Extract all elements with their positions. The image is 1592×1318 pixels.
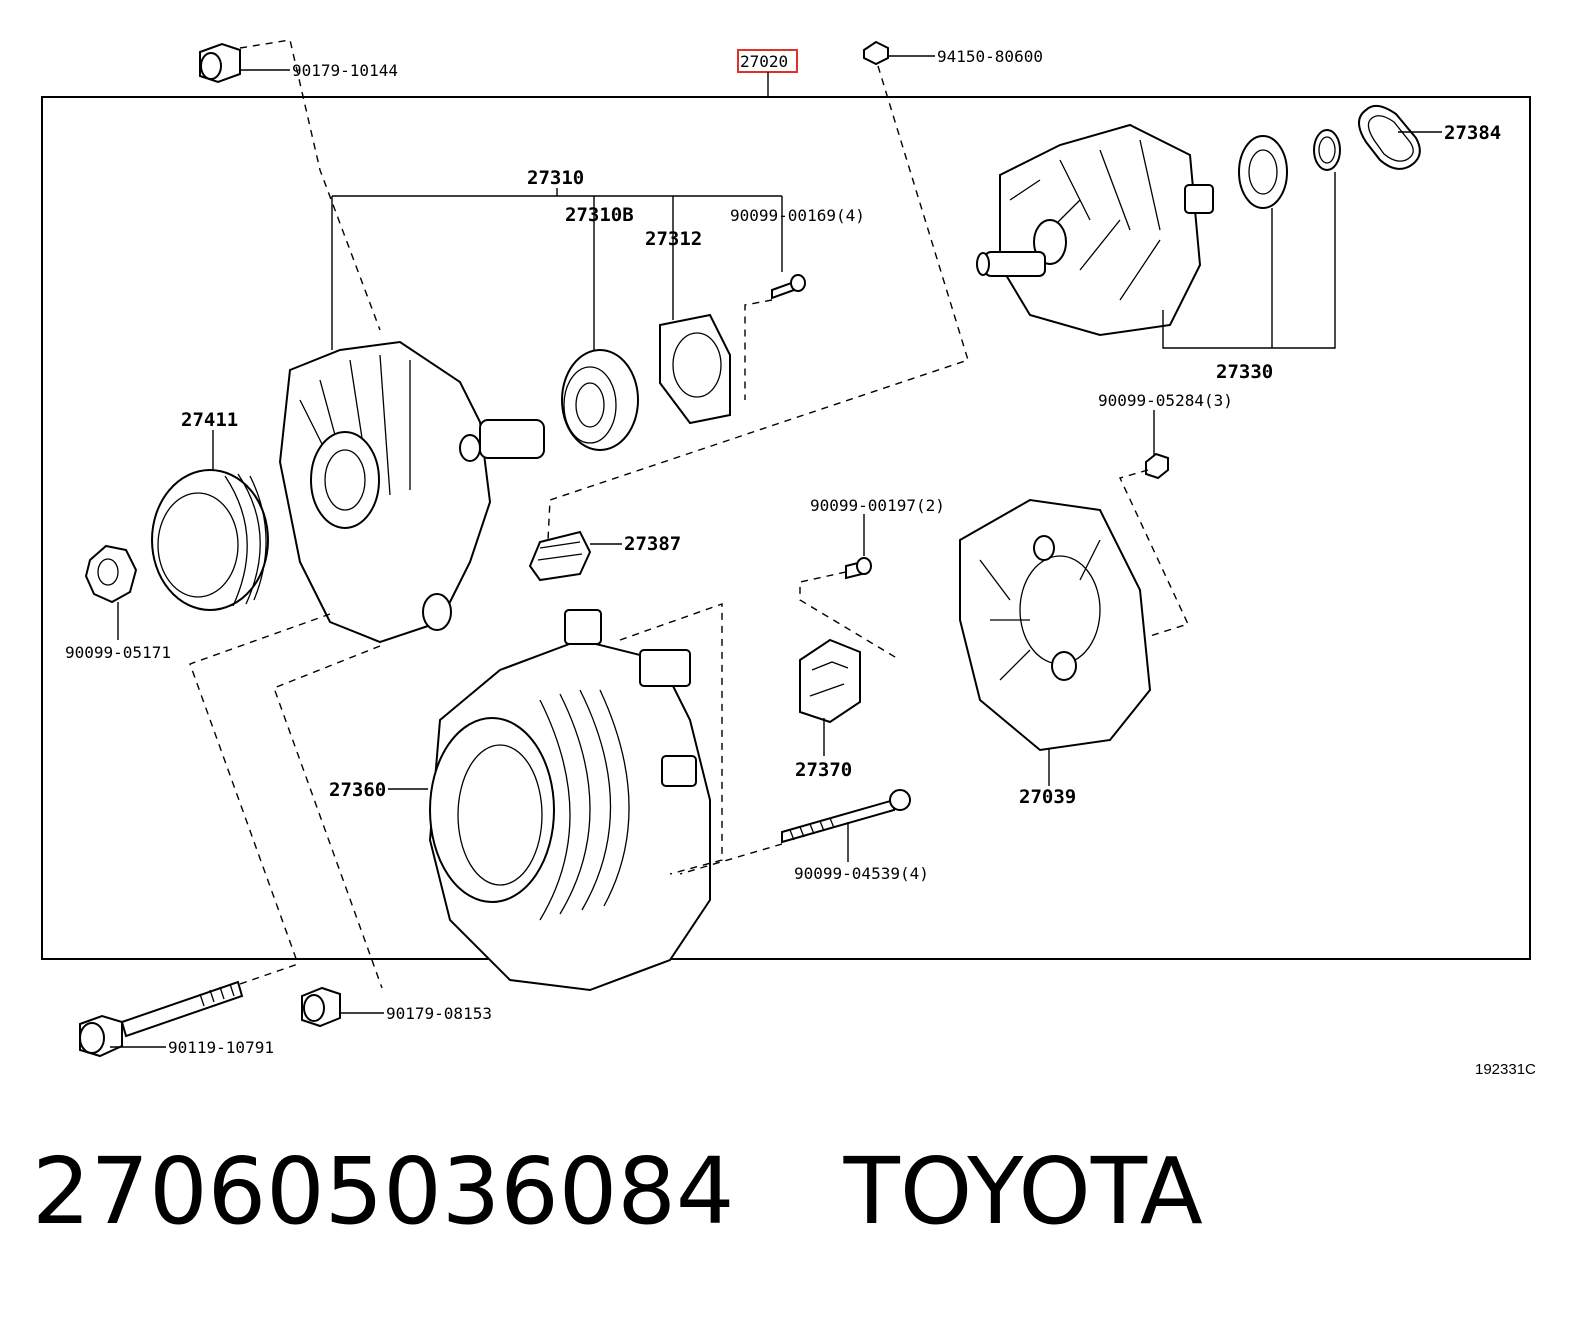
gasket-27384 [1358, 104, 1442, 170]
label-90099-00169[interactable]: 90099-00169(4) [730, 206, 865, 225]
label-90099-05171[interactable]: 90099-05171 [65, 643, 171, 662]
footer-part-number: 27060503608​4 [32, 1138, 735, 1245]
screw-90099-00197 [799, 514, 901, 661]
bolt-90119-10791 [79, 963, 299, 1058]
reference-code: 192331C [1475, 1061, 1536, 1078]
label-90179-08153[interactable]: 90179-08153 [386, 1004, 492, 1023]
label-27310B[interactable]: 27310B [565, 204, 634, 226]
footer-brand: TOYOTA [843, 1138, 1203, 1245]
plate-27312 [659, 313, 731, 425]
label-27387[interactable]: 27387 [624, 533, 681, 555]
label-27384[interactable]: 27384 [1444, 122, 1501, 144]
assembly-frame [41, 96, 1531, 960]
nut-90099-05284 [1119, 410, 1189, 637]
label-94150-80600[interactable]: 94150-80600 [937, 47, 1043, 66]
label-27360[interactable]: 27360 [329, 779, 386, 801]
svg-text:27020: 27020 [740, 52, 788, 71]
boot-27387 [528, 530, 622, 582]
nut-90179-10144 [199, 39, 381, 331]
nut-90179-08153 [301, 986, 384, 1028]
screw-90099-00169 [744, 274, 806, 400]
label-27330[interactable]: 27330 [1216, 361, 1273, 383]
nut-94150-80600 [547, 40, 969, 541]
label-90179-10144[interactable]: 90179-10144 [292, 61, 398, 80]
label-27370[interactable]: 27370 [795, 759, 852, 781]
rotor-27330 [976, 123, 1341, 349]
label-90099-05284[interactable]: 90099-05284(3) [1098, 391, 1233, 410]
pulley-27411 [151, 430, 269, 611]
nut-90099-05171 [84, 544, 138, 640]
label-90099-00197[interactable]: 90099-00197(2) [810, 496, 945, 515]
label-27411[interactable]: 27411 [181, 409, 238, 431]
footer-caption: 27060503608​4 TOYOTA [32, 1138, 1203, 1245]
label-27039[interactable]: 27039 [1019, 786, 1076, 808]
label-27310[interactable]: 27310 [527, 167, 584, 189]
label-27312[interactable]: 27312 [645, 228, 702, 250]
bearing-27310B [561, 349, 639, 451]
brush-holder-27370 [799, 638, 861, 756]
bolt-90099-04539 [679, 789, 911, 875]
highlighted-part-27020[interactable]: 27020 [737, 49, 798, 97]
label-90119-10791[interactable]: 90119-10791 [168, 1038, 274, 1057]
label-90099-04539[interactable]: 90099-04539(4) [794, 864, 929, 883]
stator-27360 [189, 603, 723, 992]
bracket-group-27310 [331, 188, 783, 360]
rear-cover-27039 [959, 498, 1152, 786]
housing-27310 [278, 340, 545, 644]
